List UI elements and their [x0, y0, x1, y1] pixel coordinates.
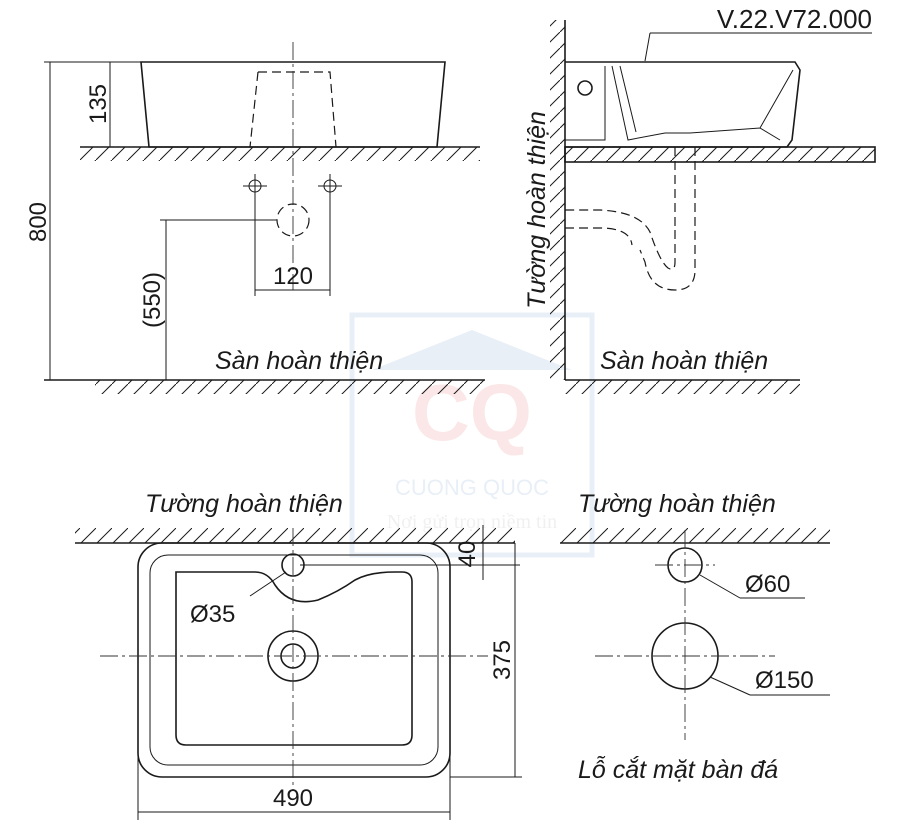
dim-depth: 375 — [489, 640, 516, 680]
dim-width: 490 — [273, 785, 313, 812]
finished-wall-label-plan: Tường hoàn thiện — [145, 490, 343, 518]
dim-drain-height: (550) — [139, 272, 166, 328]
side-section-view: V.22.V72.000 Tường hoàn thiện Sàn hoàn t… — [523, 4, 876, 394]
watermark-slogan: Nơi gửi trọn niềm tin — [387, 511, 557, 533]
plan-view: Tường hoàn thiện Ø35 40 375 490 — [75, 490, 522, 820]
finished-floor-label: Sàn hoàn thiện — [215, 347, 383, 375]
dim-cutout-small: Ø60 — [745, 571, 790, 598]
dim-basin-height: 135 — [85, 84, 112, 124]
cutout-view: Tường hoàn thiện Ø60 Ø150 Lỗ cắt mặt bàn… — [560, 490, 830, 784]
dim-hole-spacing: 120 — [273, 263, 313, 290]
dim-wall-to-tap-hole: 40 — [454, 541, 481, 568]
finished-wall-label-side: Tường hoàn thiện — [523, 111, 551, 309]
front-elevation-view: 120 800 135 (550) Sàn hoàn thiện — [25, 42, 485, 394]
dim-tap-hole-dia: Ø35 — [190, 601, 235, 628]
dim-total-height: 800 — [25, 202, 52, 242]
finished-wall-label-cutout: Tường hoàn thiện — [578, 490, 776, 518]
model-code-label: V.22.V72.000 — [717, 4, 872, 34]
watermark-name: CUONG QUOC — [395, 475, 549, 500]
finished-floor-label-side: Sàn hoàn thiện — [600, 347, 768, 375]
dim-cutout-large: Ø150 — [755, 667, 814, 694]
countertop-cutout-label: Lỗ cắt mặt bàn đá — [578, 755, 778, 784]
